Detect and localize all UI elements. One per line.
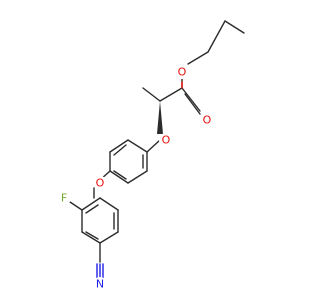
chiral-center <box>142 87 163 134</box>
bond <box>224 20 245 34</box>
atom-ester-carbonyl-o: O <box>200 113 214 127</box>
bond <box>181 87 201 112</box>
molecule-structure: O O O O F N <box>57 20 245 291</box>
bond <box>85 204 99 214</box>
bond <box>99 231 119 244</box>
nitrogen-label: N <box>96 278 104 291</box>
fluorophenyl-ring-lower <box>81 197 119 244</box>
atom-ether-o-upper: O <box>159 133 173 147</box>
ester-group <box>159 75 201 115</box>
bond <box>127 139 148 153</box>
bond <box>99 197 119 211</box>
oxygen-label: O <box>178 66 187 79</box>
wedge-bond <box>157 101 163 134</box>
bond <box>113 144 127 156</box>
oxygen-label: O <box>162 134 171 147</box>
nitrile-group <box>96 242 104 279</box>
bond <box>184 93 201 115</box>
atom-ester-single-o: O <box>175 65 189 79</box>
bond <box>142 87 161 102</box>
bond <box>113 170 127 180</box>
atom-ether-o-lower: O <box>93 176 107 190</box>
atom-nitrile-n: N <box>93 277 107 291</box>
bond <box>85 231 99 240</box>
fluorine-label: F <box>61 192 67 205</box>
oxygen-label: O <box>96 177 105 190</box>
bond <box>127 170 148 184</box>
bond <box>159 87 183 102</box>
bond <box>81 231 101 244</box>
atom-fluorine: F <box>57 191 71 205</box>
bond <box>146 139 161 153</box>
phenoxy-ring-upper <box>109 139 148 184</box>
bond <box>187 51 209 65</box>
bond <box>109 170 129 184</box>
bond <box>81 197 101 211</box>
oxygen-label: O <box>203 114 212 127</box>
bond <box>207 20 226 53</box>
bond <box>69 201 83 211</box>
bond <box>109 139 129 153</box>
butyl-chain <box>181 20 245 77</box>
